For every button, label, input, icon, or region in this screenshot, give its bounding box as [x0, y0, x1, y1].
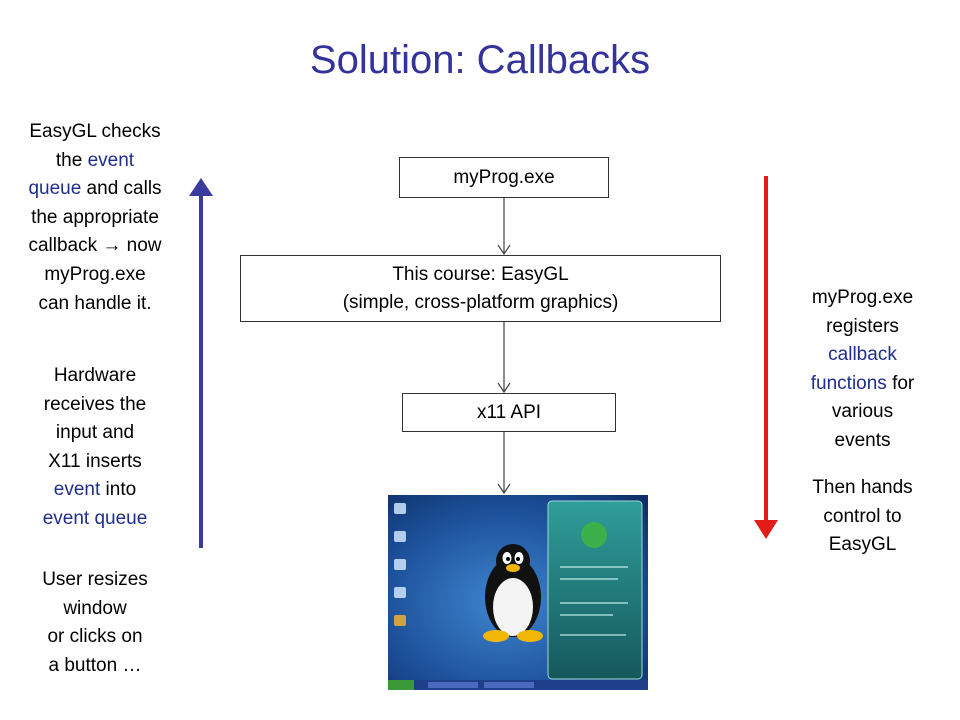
arrowhead-3 [497, 483, 511, 495]
arrowhead-1 [497, 244, 511, 256]
box-myprog: myProg.exe [399, 157, 609, 198]
left-text-block-1: EasyGL checks the event queue and calls … [28, 121, 162, 314]
right-text-block-1: myProg.exe registers callback functions … [810, 287, 915, 451]
linux-desktop-screenshot [388, 495, 648, 690]
left-text-block-3: User resizes window or clicks on a butto… [42, 569, 148, 676]
box-easygl: This course: EasyGL (simple, cross-platf… [240, 255, 721, 322]
down-arrow-icon [754, 176, 778, 539]
box-x11-api: x11 API [402, 393, 616, 432]
up-arrow-icon [189, 178, 213, 548]
page-title: Solution: Callbacks [309, 38, 651, 82]
right-arrow-icon: → [102, 235, 122, 257]
right-text-block-2: Then hands control to EasyGL [812, 477, 913, 556]
left-text-block-2: Hardware receives the input and X11 inse… [42, 365, 148, 529]
tux-penguin [483, 544, 543, 642]
arrowhead-2 [497, 382, 511, 394]
